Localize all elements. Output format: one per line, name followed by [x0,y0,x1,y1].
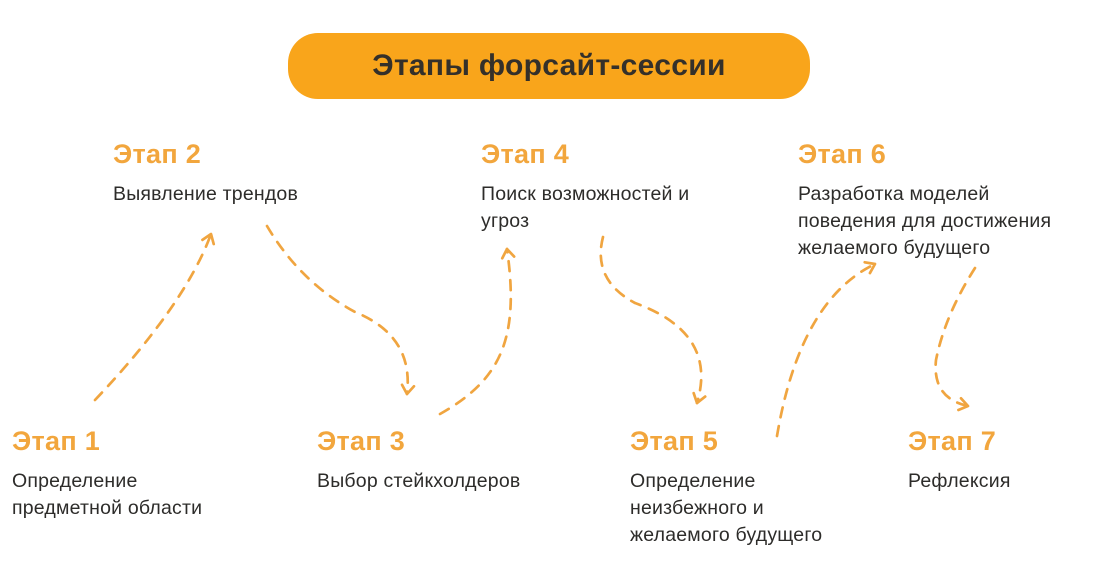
stage-2-label: Этап 2 [113,139,202,169]
stage-7-description: Рефлексия [908,470,1011,492]
arrow-stage3-to-stage4 [438,247,516,416]
stage-5-description: Определение неизбежного и желаемого буду… [630,470,823,546]
page-title: Этапы форсайт-сессии [372,49,726,82]
stage-5-label: Этап 5 [630,426,719,456]
arrow-stage1-to-stage2 [93,232,216,402]
stage-4-label: Этап 4 [481,139,570,169]
stage-3-label: Этап 3 [317,426,406,456]
arrow-stage4-to-stage5 [599,235,707,405]
stage-4-description: Поиск возможностей и угроз [481,183,690,232]
stage-2-block: Этап 2 Выявление трендов [113,139,298,208]
stage-4-block: Этап 4 Поиск возможностей и угроз [481,139,689,235]
stage-2-description: Выявление трендов [113,183,299,205]
stage-3-block: Этап 3 Выбор стейкхолдеров [317,426,520,495]
arrow-stage2-to-stage3 [265,224,416,396]
stage-6-block: Этап 6 Разработка моделей поведения для … [798,139,1051,262]
stage-1-block: Этап 1 Определение предметной области [12,426,202,522]
stage-7-block: Этап 7 Рефлексия [908,426,1011,495]
stage-7-label: Этап 7 [908,426,997,456]
stage-3-description: Выбор стейкхолдеров [317,470,521,492]
stage-5-block: Этап 5 Определение неизбежного и желаемо… [630,426,822,549]
stage-1-label: Этап 1 [12,426,101,456]
title-banner: Этапы форсайт-сессии [288,33,810,99]
stage-1-description: Определение предметной области [12,470,203,519]
arrow-stage5-to-stage6 [775,260,877,438]
stage-6-label: Этап 6 [798,139,887,169]
arrow-stage6-to-stage7 [934,266,977,412]
stage-6-description: Разработка моделей поведения для достиже… [798,183,1052,259]
